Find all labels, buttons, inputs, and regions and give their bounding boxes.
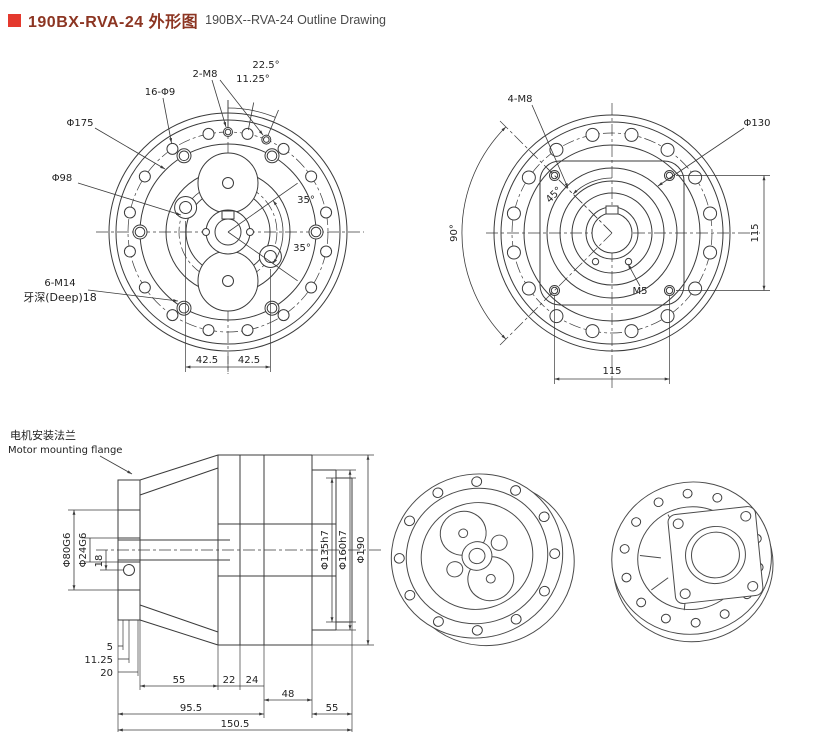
iso-view-front bbox=[390, 473, 575, 647]
dim-5: 5 bbox=[107, 642, 113, 653]
iso-rear-bolt-holes bbox=[619, 488, 764, 628]
dim-42-5-right: 42.5 bbox=[238, 355, 260, 366]
dim-16-phi9: 16-Φ9 bbox=[145, 87, 176, 98]
page-title: 190BX-RVA-24 外形图 190BX--RVA-24 Outline D… bbox=[8, 8, 386, 32]
dim-42-5-left: 42.5 bbox=[196, 355, 218, 366]
rear-leaders bbox=[531, 104, 745, 287]
rear-angle-dims bbox=[461, 120, 613, 346]
side-left-dims bbox=[68, 509, 124, 591]
rear-bolt-holes bbox=[506, 127, 718, 339]
rear-m8-holes bbox=[549, 170, 675, 296]
front-width-dims bbox=[185, 221, 271, 372]
dim-4m8: 4-M8 bbox=[508, 94, 533, 105]
dim-22-5deg: 22.5° bbox=[252, 60, 279, 71]
front-m14-holes bbox=[132, 148, 324, 316]
dim-24: 24 bbox=[246, 675, 259, 686]
dim-m5: M5 bbox=[633, 286, 648, 297]
rear-dim-115-vertical bbox=[676, 175, 770, 291]
dim-6m14: 6-M14 bbox=[44, 278, 75, 289]
dim-thread-depth: 牙深(Deep)18 bbox=[23, 291, 97, 304]
dim-phi135h7: Φ135h7 bbox=[320, 530, 331, 570]
dim-35deg-upper: 35° bbox=[297, 195, 315, 206]
dim-150-5: 150.5 bbox=[221, 719, 250, 730]
rear-view: 4-M8 Φ130 45° 90° 115 M5 115 bbox=[449, 94, 770, 388]
flange-leader bbox=[99, 455, 133, 475]
rear-bolt-circle bbox=[511, 132, 713, 334]
front-leaders bbox=[77, 79, 264, 302]
dim-55-right: 55 bbox=[326, 703, 339, 714]
dim-18: 18 bbox=[94, 555, 105, 568]
title-bullet-square bbox=[8, 13, 21, 27]
dim-90deg: 90° bbox=[449, 224, 460, 242]
label-motor-flange-en: Motor mounting flange bbox=[8, 445, 122, 456]
side-bottom-dims bbox=[117, 620, 353, 732]
dim-phi98: Φ98 bbox=[52, 173, 73, 184]
dim-45deg: 45° bbox=[544, 185, 564, 205]
dim-48: 48 bbox=[282, 689, 295, 700]
dim-11-25deg: 11.25° bbox=[236, 74, 270, 85]
dim-phi130: Φ130 bbox=[744, 118, 771, 129]
square-flange bbox=[539, 160, 685, 306]
side-view: 电机安装法兰 Motor mounting flange Φ80G6 Φ24G6… bbox=[8, 428, 382, 732]
iso-view-rear bbox=[611, 481, 774, 643]
dim-115-horizontal: 115 bbox=[602, 366, 621, 377]
front-view: 2-M8 22.5° 11.25° 16-Φ9 Φ175 Φ98 35° 35°… bbox=[23, 60, 364, 374]
cone-housing bbox=[139, 454, 219, 646]
dim-phi80g6: Φ80G6 bbox=[62, 533, 73, 568]
iso-rear-square-flange bbox=[667, 506, 764, 604]
dim-20: 20 bbox=[100, 668, 113, 679]
front-angle-dims bbox=[227, 100, 279, 137]
dim-55-left: 55 bbox=[173, 675, 186, 686]
phi98-circle bbox=[178, 182, 278, 282]
iso-front-bolt-holes bbox=[393, 476, 561, 636]
dim-95-5: 95.5 bbox=[180, 703, 202, 714]
rear-dim-115-horizontal bbox=[554, 296, 670, 384]
front-bolt-holes bbox=[123, 127, 333, 337]
front-m8-holes bbox=[223, 127, 272, 145]
label-motor-flange-cn: 电机安装法兰 bbox=[10, 428, 76, 442]
main-body bbox=[118, 454, 353, 646]
dim-phi190: Φ190 bbox=[356, 537, 367, 564]
dim-11-25: 11.25 bbox=[84, 655, 113, 666]
title-english: 190BX--RVA-24 Outline Drawing bbox=[205, 13, 387, 27]
front-35deg-dims bbox=[227, 182, 298, 282]
dim-35deg-lower: 35° bbox=[293, 243, 311, 254]
dim-phi175: Φ175 bbox=[67, 118, 94, 129]
dim-2m8: 2-M8 bbox=[193, 69, 218, 80]
title-chinese: 190BX-RVA-24 外形图 bbox=[28, 14, 199, 31]
dim-115-vertical: 115 bbox=[750, 223, 761, 242]
dim-phi160h7: Φ160h7 bbox=[338, 530, 349, 570]
dim-phi24g6: Φ24G6 bbox=[78, 533, 89, 568]
side-right-dims bbox=[312, 454, 374, 646]
dim-22: 22 bbox=[223, 675, 236, 686]
